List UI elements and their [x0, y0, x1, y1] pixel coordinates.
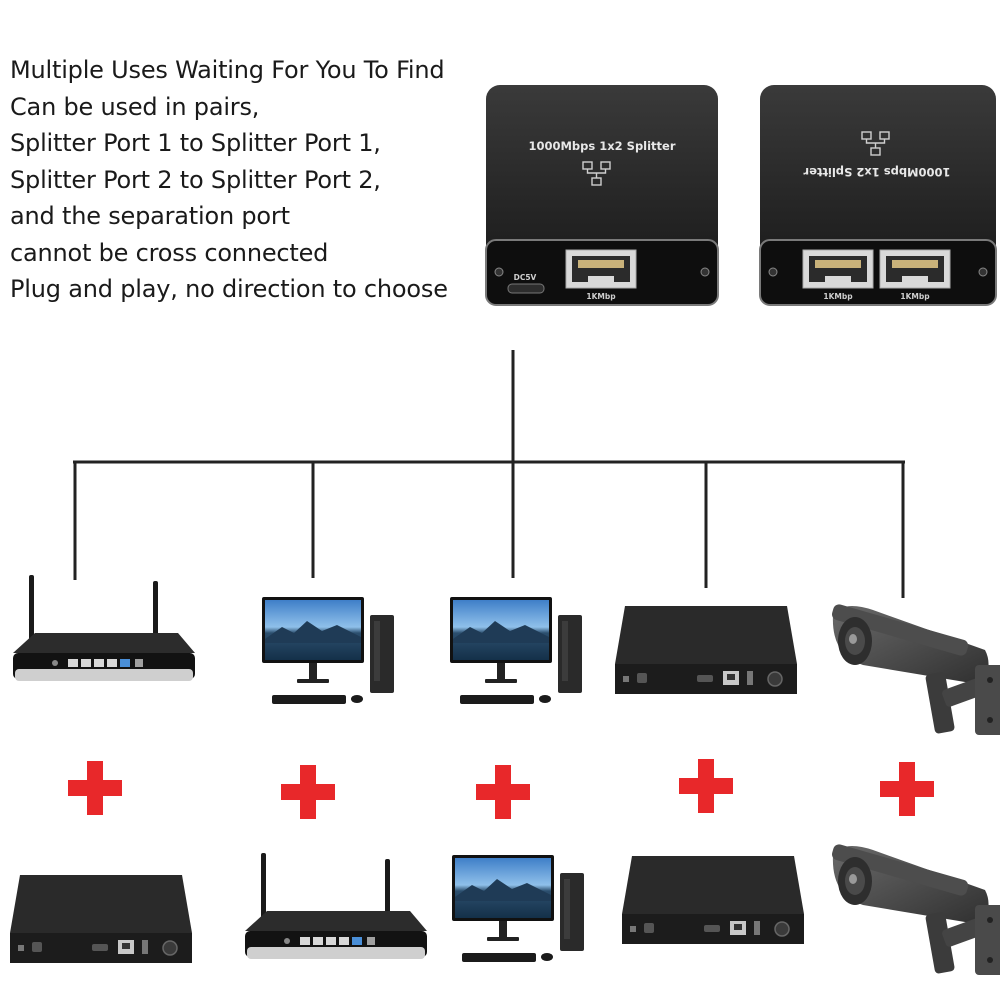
tv-box-icon: [621, 855, 805, 945]
port-label: 1KMbp: [586, 292, 616, 301]
plus-sign-icon: [679, 759, 733, 813]
plus-sign-icon: [68, 761, 122, 815]
desktop-pc-icon: [450, 597, 582, 704]
splitter-left: 1000Mbps 1x2 Splitter DC5V 1KMbp: [485, 85, 719, 306]
description-text: Multiple Uses Waiting For You To Find Ca…: [10, 52, 490, 308]
plus-sign-icon: [476, 765, 530, 819]
port-label: 1KMbp: [900, 292, 930, 301]
splitter-left-title: 1000Mbps 1x2 Splitter: [528, 139, 675, 153]
router-icon: [245, 853, 427, 959]
description-line: Can be used in pairs,: [10, 92, 260, 121]
ethernet-port-icon: [565, 249, 637, 289]
tv-box-icon: [614, 605, 798, 695]
description-line: and the separation port: [10, 202, 290, 230]
router-icon: [13, 575, 195, 681]
plus-sign-icon: [281, 765, 335, 819]
port-label: 1KMbp: [823, 292, 853, 301]
desktop-pc-icon: [452, 855, 584, 962]
description-line: Splitter Port 2 to Splitter Port 2,: [10, 165, 381, 194]
desktop-pc-icon: [262, 597, 394, 704]
dc-label: DC5V: [514, 273, 537, 282]
tv-box-icon: [9, 874, 193, 964]
description-line: Splitter Port 1 to Splitter Port 1,: [10, 129, 381, 157]
description-line: Plug and play, no direction to choose: [10, 275, 448, 303]
connection-tree: [73, 350, 905, 598]
splitter-right: 1000Mbps 1x2 Splitter 1KMbp 1KMbp: [759, 85, 997, 306]
cctv-camera-icon: [830, 603, 1000, 735]
description-line: cannot be cross connected: [10, 238, 329, 267]
usb-c-port: [507, 283, 545, 294]
splitter-right-title: 1000Mbps 1x2 Splitter: [803, 165, 950, 179]
ethernet-port-icon: [802, 249, 874, 289]
plus-sign-icon: [880, 762, 934, 816]
ethernet-port-icon: [879, 249, 951, 289]
cctv-camera-icon: [830, 843, 1000, 975]
description-line: Multiple Uses Waiting For You To Find: [10, 56, 445, 84]
